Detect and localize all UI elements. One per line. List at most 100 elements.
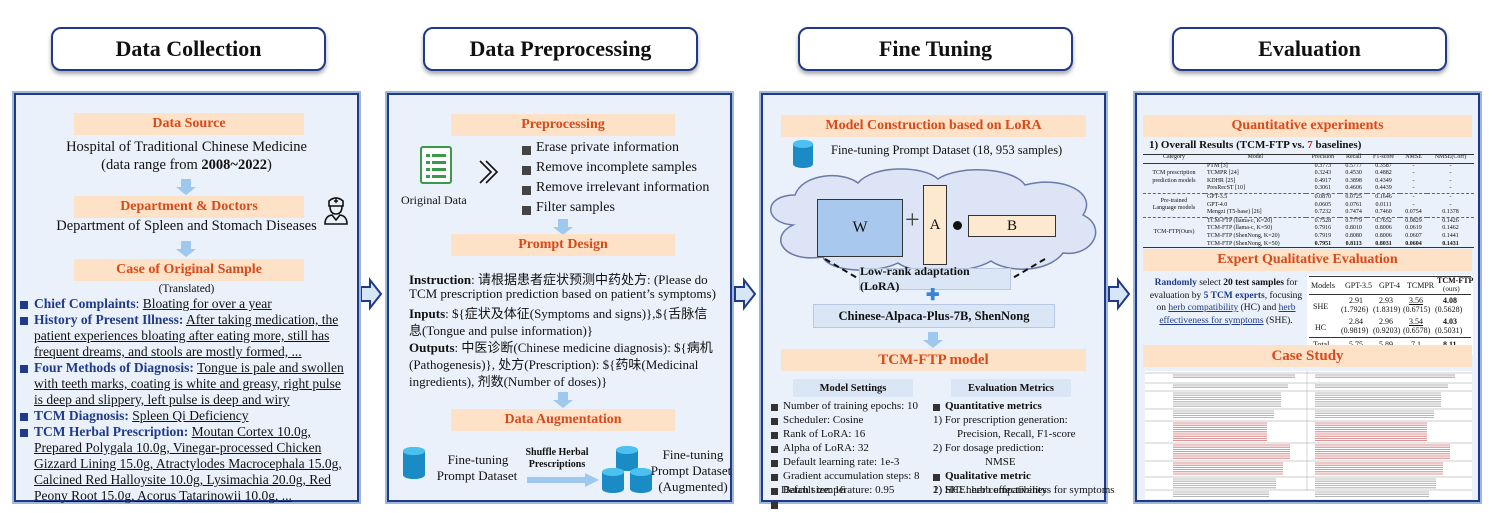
instruction-line: TCM prescription prediction based on pat… — [409, 286, 716, 301]
section-title: Department & Doctors — [120, 199, 258, 214]
expert-cell: (0.9203) — [1373, 326, 1401, 335]
section-title: TCM-FTP model — [878, 351, 989, 368]
table-rule — [1309, 276, 1471, 277]
settings-header: Model Settings — [793, 379, 913, 397]
bullet-icon — [20, 413, 28, 421]
results-cell: 0.0111 — [1375, 201, 1392, 208]
database-icon — [403, 447, 425, 479]
item-label: History of Present Illness: — [34, 312, 184, 327]
preprocess-step: Filter samples — [536, 200, 615, 215]
results-cell: PTM [3] — [1206, 162, 1228, 169]
item-label: TCM Herbal Prescription: — [34, 424, 189, 439]
plain: (SHE). — [1263, 315, 1293, 326]
bullet-icon — [771, 502, 778, 509]
results-cell: - — [1449, 177, 1452, 184]
lora-box: Low-rank adaptation (LoRA) — [859, 264, 1011, 293]
results-cell: 0.7951 — [1314, 240, 1332, 247]
plus-sign: + — [905, 205, 920, 234]
plain: select — [1196, 278, 1224, 288]
case-item-prescription-line: Peony Root 15.0g, Acorus Tatarinowii 10.… — [34, 488, 292, 503]
metric-line: 2) For dosage prediction: — [933, 442, 1044, 454]
arrow-right-icon — [527, 473, 599, 487]
results-cell: - — [1449, 162, 1452, 169]
bullet-icon — [20, 365, 28, 373]
results-cell: 0.3061 — [1314, 185, 1332, 192]
results-cell: 0.1431 — [1442, 240, 1459, 247]
metric-line: 2) HC: herb compatibility — [933, 484, 1047, 496]
results-cell: 0.7652 — [1367, 216, 1400, 226]
expert-cell: 8.11 — [1443, 340, 1457, 349]
results-cell: TCMPR [24] — [1206, 170, 1239, 177]
prompt-label: Inputs — [409, 306, 446, 321]
range-prefix: (data range from — [101, 157, 202, 173]
matrix-label: B — [1006, 217, 1017, 234]
augmentation-header: Data Augmentation — [451, 409, 675, 431]
emph: herb — [1278, 303, 1296, 313]
results-col-header: Recall — [1346, 154, 1362, 160]
results-cell: 0.4349 — [1375, 177, 1392, 184]
date-range-text: (data range from 2008~2022) — [16, 157, 357, 174]
results-cell: 0.8113 — [1345, 240, 1362, 247]
thumbnail-bg — [1145, 371, 1472, 499]
case-item-chief: Chief Complaints: Bloating for over a ye… — [34, 296, 272, 312]
emph: effectiveness for symptoms — [1159, 315, 1264, 326]
table-row: TCM-FTP(Ours)TCM-FTP (llama-c, K=20)0.75… — [1143, 216, 1474, 249]
expert-col-header: Models — [1311, 281, 1335, 290]
bullet-icon — [771, 432, 778, 439]
bullet-icon — [771, 404, 778, 411]
expert-cell: (0.5628) — [1435, 305, 1463, 314]
bullet-icon — [933, 474, 940, 481]
results-cell: 0.0605 — [1314, 201, 1332, 208]
results-cell: Mengzi (T5-base) [26] — [1206, 209, 1262, 216]
expert-col-header: GPT-3.5 — [1345, 281, 1373, 290]
expert-line: evaluation by 5 TCM experts, focusing — [1141, 290, 1311, 303]
emph: 5 TCM experts — [1203, 290, 1265, 301]
results-cell: TCM-FTP (llama-c, K=20) — [1204, 216, 1306, 226]
metric-line: 1) For prescription generation: — [933, 414, 1068, 426]
results-cell: 0.0604 — [1405, 240, 1422, 247]
results-cell: 0.8010 — [1345, 225, 1362, 232]
case-item-history-line: frequent dreams, and stools are mostly f… — [34, 344, 302, 359]
expert-cell: 7.1 — [1411, 340, 1421, 349]
results-cell: 0.1426 — [1427, 216, 1474, 226]
plain: evaluation by — [1149, 290, 1204, 301]
item-label: Four Methods of Diagnosis: — [34, 360, 194, 375]
plain: on — [1156, 303, 1169, 313]
expert-cell: 2.93 — [1379, 296, 1393, 305]
results-cell: 0.7232 — [1314, 209, 1332, 216]
item-line: After taking medication, the — [186, 312, 339, 327]
expert-cell: 3.56 — [1409, 296, 1423, 305]
database-stack-icon — [602, 446, 652, 493]
original-data-label: Original Data — [401, 193, 467, 207]
results-cell: 0.3773 — [1314, 162, 1332, 169]
stage-title: Fine Tuning — [878, 36, 993, 61]
results-cell: 0.8006 — [1375, 225, 1392, 232]
flow-arrow-icon — [1108, 277, 1131, 311]
results-cell: 0.3587 — [1375, 162, 1392, 169]
expert-cell: 5.75 — [1349, 340, 1363, 349]
results-cell: TCM-FTP (ShenNong, K=20) — [1206, 232, 1280, 239]
lora-label: Low-rank adaptation (LoRA) — [860, 264, 970, 293]
expert-header: Expert Qualitative Evaluation — [1143, 249, 1472, 271]
results-cell: 0.0754 — [1405, 209, 1422, 216]
section-title: Data Augmentation — [504, 412, 622, 427]
dataset-samples-text: Fine-tuning Prompt Dataset (18, 953 samp… — [831, 143, 1063, 157]
setting-item: Gradient accumulation steps: 8 — [783, 470, 920, 482]
results-cell: - — [1449, 185, 1452, 192]
overall-suffix: baselines) — [1312, 139, 1362, 151]
bullet-icon — [771, 488, 778, 495]
results-col-header: F1-score — [1373, 154, 1395, 160]
results-cell: - — [1412, 185, 1415, 192]
case-item-diagnosis-line: is deep and slippery, left pulse is deep… — [34, 392, 290, 407]
database-icon — [793, 140, 813, 168]
setting-item: Scheduler: Cosine — [783, 414, 864, 426]
expert-table: Models GPT-3.5 GPT-4 TCMPR TCM-FTP (ours… — [1307, 275, 1473, 355]
expert-col-header: GPT-4 — [1379, 281, 1401, 290]
outputs-line: Outputs: 中医诊断(Chinese medicine diagnosis… — [409, 337, 713, 356]
results-cell: 0.0725 — [1340, 192, 1368, 202]
results-cell: 0.8080 — [1345, 232, 1362, 239]
preprocess-step: Remove incomplete samples — [536, 160, 697, 175]
